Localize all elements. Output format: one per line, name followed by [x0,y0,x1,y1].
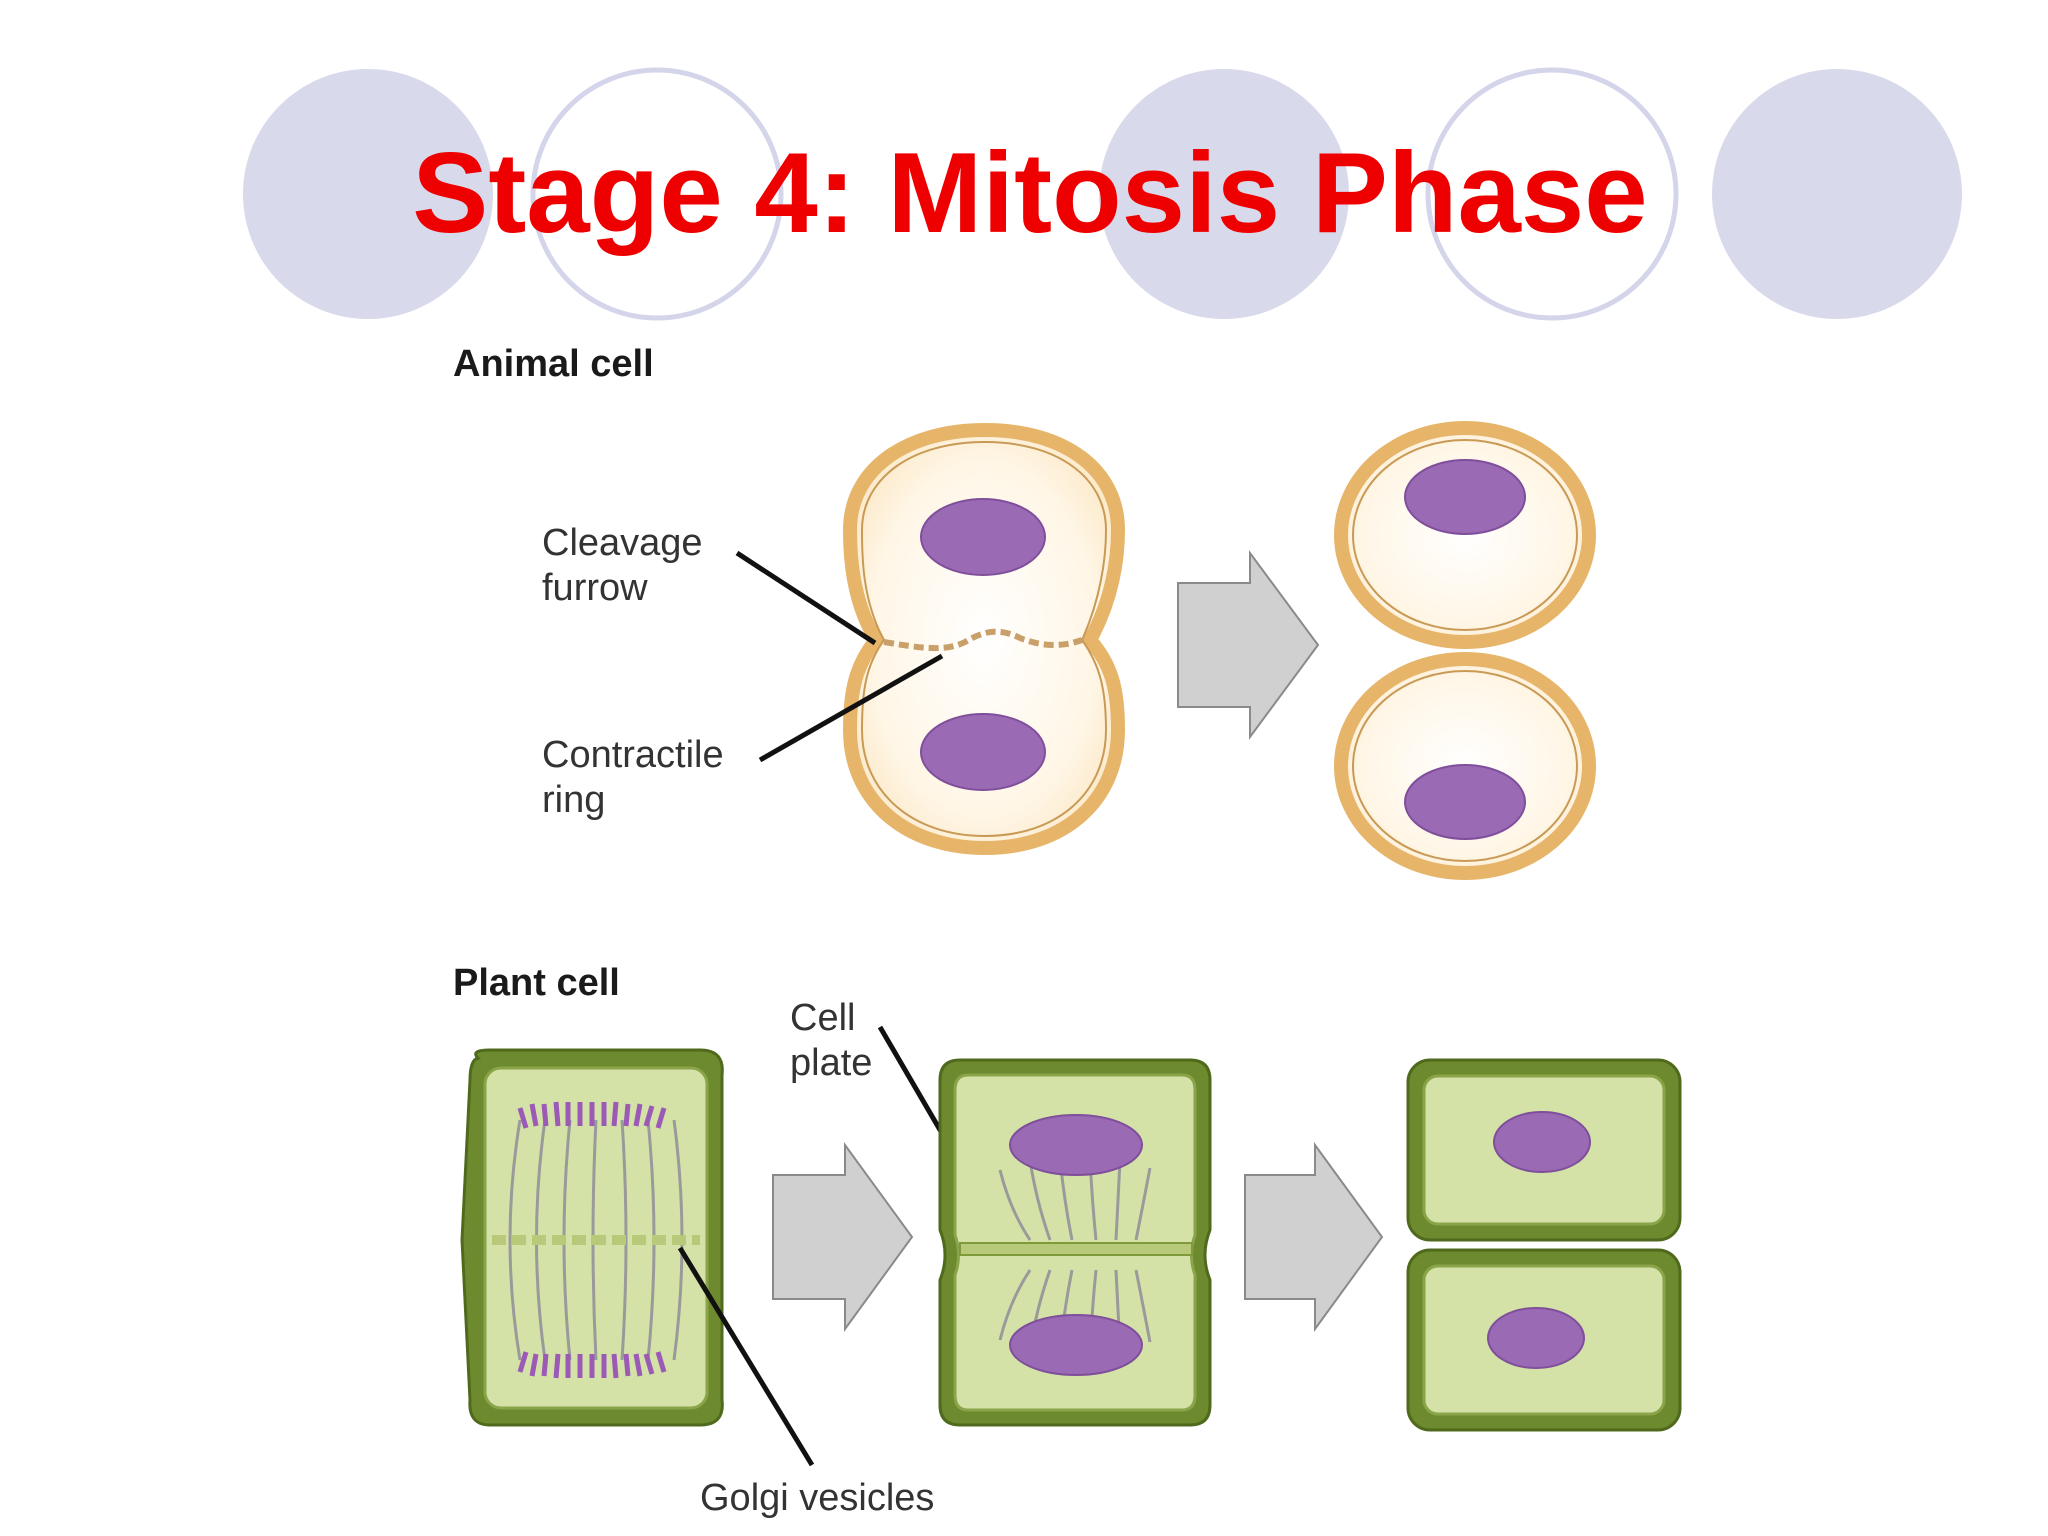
svg-text:Cleavage: Cleavage [542,522,703,564]
chromosomes-top [517,1101,667,1129]
plant-cell-dividing [460,1048,724,1427]
callout-cell-plate-line1: Cell [790,997,855,1039]
callout-cleavage-furrow-line1: Cleavage [542,522,703,564]
callout-leader-line [677,1246,815,1467]
plant-cell-cell-plate [938,1058,1212,1427]
nucleus [1404,459,1526,535]
contractile-ring [883,628,1083,652]
svg-text:ring: ring [542,779,605,821]
decor-circle-ring [1425,67,1679,321]
decor-circle-filled [1712,69,1962,319]
svg-text:plate: plate [790,1042,872,1084]
nucleus [920,498,1046,576]
callout-golgi-vesicles: Golgi vesicles [700,1477,934,1519]
animal-dividing-cell [842,422,1126,856]
nucleus [1487,1307,1585,1369]
callout-contractile-ring-line1: Contractile [542,734,724,776]
svg-text:furrow: furrow [542,567,648,609]
nucleus [1404,764,1526,840]
animal-daughter-membrane-line [1352,439,1578,631]
callout-leader-line [735,550,877,646]
nucleus [1009,1314,1143,1376]
animal-daughter-cells [1334,421,1596,880]
chromosomes-bottom [517,1351,667,1379]
cell-plate [959,1242,1193,1256]
right-arrow-icon [772,1141,914,1333]
slide-title: Stage 4: Mitosis Phase [412,130,1647,257]
callout-cell-plate-line2: plate [790,1042,872,1084]
nucleus [1493,1111,1591,1173]
decor-circle-filled [243,69,493,319]
decor-circle-filled [1099,69,1349,319]
animal-cell-label: Animal cell [453,343,654,385]
callout-leader-line [758,653,944,763]
callout-contractile-ring-line2: ring [542,779,605,821]
decor-circle-ring [530,67,784,321]
callout-cleavage-furrow-line2: furrow [542,567,648,609]
right-arrow-icon [1244,1141,1384,1333]
animal-dividing-membrane [842,422,1126,856]
svg-text:Cell: Cell [790,997,855,1039]
right-arrow-icon [1177,549,1320,741]
plant-cell-label: Plant cell [453,962,620,1004]
nucleus [1009,1114,1143,1176]
animal-daughter-membrane-line [1352,670,1578,862]
nucleus [920,713,1046,791]
svg-text:Contractile: Contractile [542,734,724,776]
decorative-circles [243,67,1962,321]
plant-daughter-cells [1406,1058,1682,1432]
